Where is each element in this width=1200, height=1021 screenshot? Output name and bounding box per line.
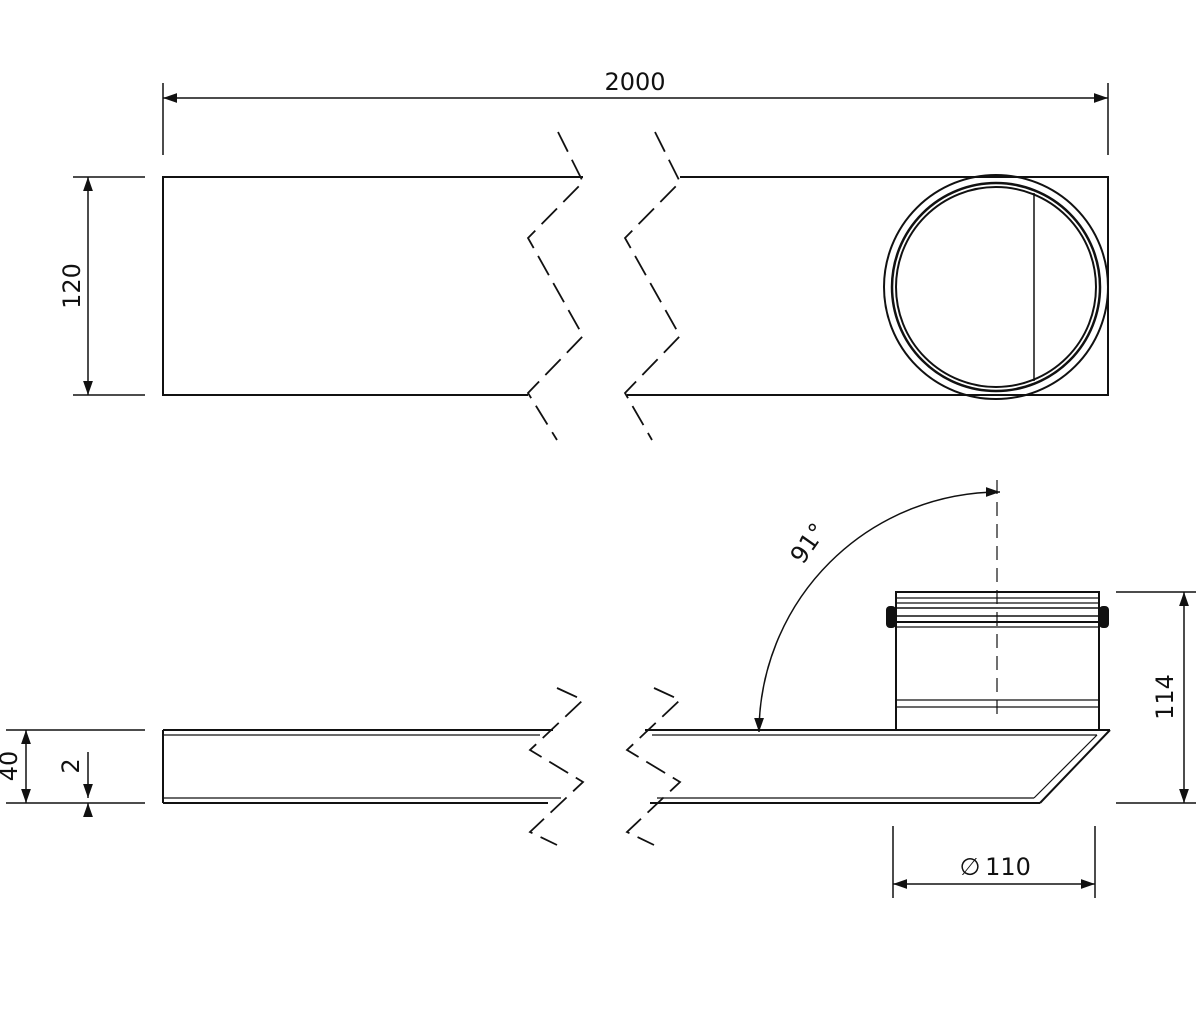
dimension-overall-length: 2000 <box>162 68 1109 155</box>
dimension-outlet-diameter: ∅ 110 <box>892 826 1096 898</box>
channel-outline-left <box>162 176 583 396</box>
dimension-label-120: 120 <box>58 263 86 309</box>
dimension-label-114: 114 <box>1151 674 1179 720</box>
dimension-top-width: 120 <box>58 176 145 396</box>
dimension-side-height: 40 <box>0 729 145 804</box>
top-view: 2000 120 <box>58 68 1109 441</box>
side-break-line-right <box>625 687 682 846</box>
diameter-symbol: ∅ <box>960 853 981 881</box>
channel-body-left <box>162 729 561 804</box>
dimension-outlet-height: 114 <box>1116 591 1196 804</box>
dimension-label-91: 91° <box>785 518 832 569</box>
outlet-circle <box>883 174 1109 400</box>
dimension-label-40: 40 <box>0 751 23 782</box>
break-line-right <box>623 131 682 441</box>
dimension-label-2: 2 <box>57 758 85 773</box>
dimension-angle: 91° <box>754 487 1001 733</box>
outlet-pipe <box>886 480 1109 731</box>
channel-outline-right <box>627 176 1109 396</box>
side-view: 91° 114 ∅ 110 40 2 <box>0 480 1196 898</box>
side-break-line-left <box>528 687 585 846</box>
break-line-left <box>526 131 585 441</box>
dimension-wall-thickness: 2 <box>57 752 93 817</box>
dimension-label-2000: 2000 <box>604 68 665 96</box>
dimension-label-110: 110 <box>985 853 1031 881</box>
channel-body-right <box>645 729 1111 804</box>
